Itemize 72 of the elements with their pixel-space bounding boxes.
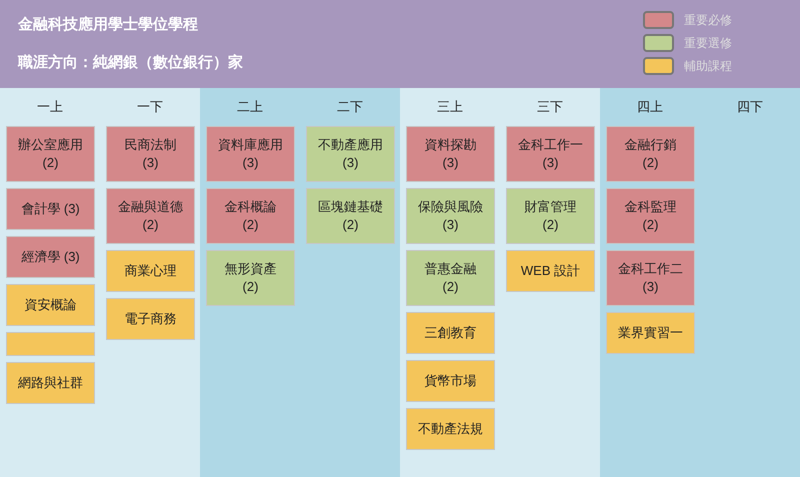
course-box <box>306 188 395 244</box>
semester-heading: 四上 <box>636 98 664 116</box>
course-label: 業界實習一 <box>618 324 683 342</box>
course-label: 辦公室應用 (2) <box>17 136 84 172</box>
semester-heading: 三上 <box>436 98 464 116</box>
year-panel <box>600 88 800 477</box>
course-label: 三創教育 <box>424 324 476 342</box>
course-box <box>106 188 195 244</box>
course-label: 商業心理 <box>124 262 176 280</box>
course-box <box>406 408 495 450</box>
course-label: 金科工作二 (3) <box>617 260 684 296</box>
course-box <box>6 284 95 326</box>
course-label: 民商法制 (3) <box>124 136 178 172</box>
course-label: 電子商務 <box>124 310 176 328</box>
course-box <box>506 250 595 292</box>
course-label: 金科工作一 (3) <box>517 136 584 172</box>
course-box <box>106 250 195 292</box>
course-box <box>406 188 495 244</box>
course-label: 資安概論 <box>24 296 76 314</box>
legend-label: 重要選修 <box>684 34 732 52</box>
course-box <box>6 362 95 404</box>
course-label: 資料庫應用 (3) <box>217 136 284 172</box>
year-panel <box>400 88 600 477</box>
course-box <box>206 188 295 244</box>
subtitle: 職涯方向：純網銀（數位銀行）家 <box>18 53 243 72</box>
course-label: 區塊鏈基礎 (2) <box>317 198 384 234</box>
course-box <box>506 126 595 182</box>
course-label: 經濟學 (3) <box>21 248 80 266</box>
course-label: 不動產應用 (3) <box>317 136 384 172</box>
course-label: 保險與風險 (3) <box>417 198 484 234</box>
semester-heading: 二上 <box>236 98 264 116</box>
course-label: 網路與社群 <box>18 374 83 392</box>
course-label: 不動產法規 <box>418 420 483 438</box>
course-box <box>606 250 695 306</box>
course-box <box>606 188 695 244</box>
course-box <box>6 126 95 182</box>
course-label: 金融行銷 (2) <box>624 136 678 172</box>
course-box <box>206 250 295 306</box>
year-panel <box>200 88 400 477</box>
course-box <box>406 360 495 402</box>
course-box <box>6 332 95 356</box>
course-label: 財富管理 (2) <box>524 198 578 234</box>
course-box <box>6 236 95 278</box>
semester-heading: 一上 <box>36 98 64 116</box>
semester-heading: 四下 <box>736 98 764 116</box>
year-panel <box>0 88 200 477</box>
title: 金融科技應用學士學位學程 <box>18 15 198 34</box>
course-box <box>606 312 695 354</box>
semester-heading: 一下 <box>136 98 164 116</box>
course-box <box>6 188 95 230</box>
course-box <box>306 126 395 182</box>
course-box <box>106 298 195 340</box>
course-label: 普惠金融 (2) <box>424 260 478 296</box>
legend-label: 輔助課程 <box>684 58 732 74</box>
legend-label: 重要必修 <box>684 12 732 28</box>
course-label: 會計學 (3) <box>21 200 80 218</box>
course-label: 貨幣市場 <box>424 372 476 390</box>
semester-heading: 二下 <box>336 98 364 116</box>
course-box <box>506 188 595 244</box>
course-label: 金融與道德 (2) <box>117 198 184 234</box>
course-label: 資料探勘 (3) <box>424 136 478 172</box>
course-box <box>406 126 495 182</box>
course-label: 金科概論 (2) <box>224 198 278 234</box>
semester-heading: 三下 <box>536 98 564 116</box>
course-box <box>406 312 495 354</box>
course-box <box>106 126 195 182</box>
course-box <box>406 250 495 306</box>
course-label: 金科監理 (2) <box>624 198 678 234</box>
course-box <box>606 126 695 182</box>
course-box <box>206 126 295 182</box>
course-label: 無形資產 (2) <box>224 260 278 296</box>
course-label: WEB 設計 <box>520 262 580 280</box>
